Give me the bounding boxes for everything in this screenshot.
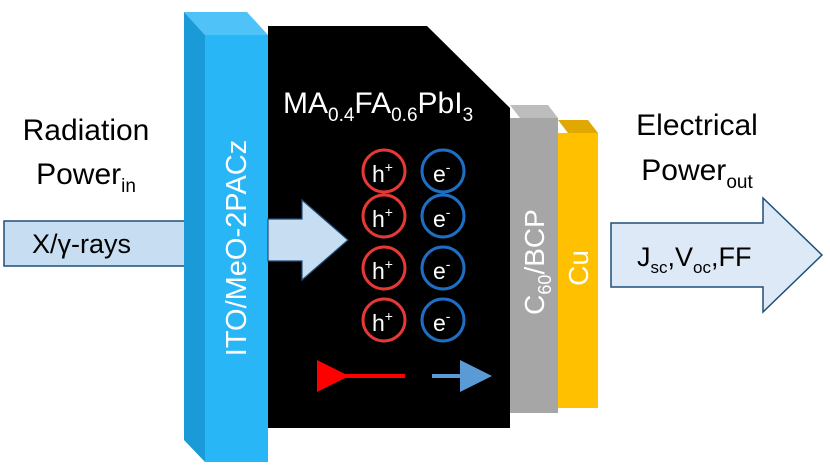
c60-layer <box>510 118 558 413</box>
hole-carrier: h+ <box>361 245 407 291</box>
cu-layer-top <box>558 120 598 133</box>
perovskite-layer <box>268 26 510 428</box>
electrical-label: Electrical <box>636 109 758 142</box>
c60-layer-top <box>510 105 558 118</box>
internal-arrow <box>267 198 349 282</box>
svg-text:e-: e- <box>433 308 451 336</box>
cu-layer-label: Cu <box>563 250 594 286</box>
perovskite-title: MA0.4FA0.6PbI3 <box>283 87 473 126</box>
hole-carrier: h+ <box>361 297 407 343</box>
ito-layer <box>205 35 268 462</box>
svg-text:h+: h+ <box>372 256 393 284</box>
radiation-label: Radiation <box>23 114 150 147</box>
electron-carrier: e- <box>420 148 466 194</box>
ito-layer-side <box>184 12 205 462</box>
ito-layer-top <box>184 12 268 35</box>
electron-carrier: e- <box>420 297 466 343</box>
svg-text:h+: h+ <box>372 308 393 336</box>
svg-text:e-: e- <box>433 159 451 187</box>
ito-layer-label: ITO/MeO-2PACz <box>221 140 253 356</box>
svg-text:h+: h+ <box>372 204 393 232</box>
svg-text:h+: h+ <box>372 159 393 187</box>
electron-carrier: e- <box>420 245 466 291</box>
svg-text:e-: e- <box>433 256 451 284</box>
output-arrow <box>610 196 824 314</box>
power-out-label: Powerout <box>641 154 753 193</box>
hole-carrier: h+ <box>361 148 407 194</box>
svg-text:e-: e- <box>433 204 451 232</box>
output-arrow-label: Jsc,Voc,FF <box>637 242 751 277</box>
power-in-label: Powerin <box>36 158 136 197</box>
input-arrow-label: X/γ-rays <box>32 229 131 259</box>
hole-carrier: h+ <box>361 193 407 239</box>
c60-layer-label: C60/BCP <box>519 209 555 315</box>
cu-layer <box>558 133 598 408</box>
electron-carrier: e- <box>420 193 466 239</box>
